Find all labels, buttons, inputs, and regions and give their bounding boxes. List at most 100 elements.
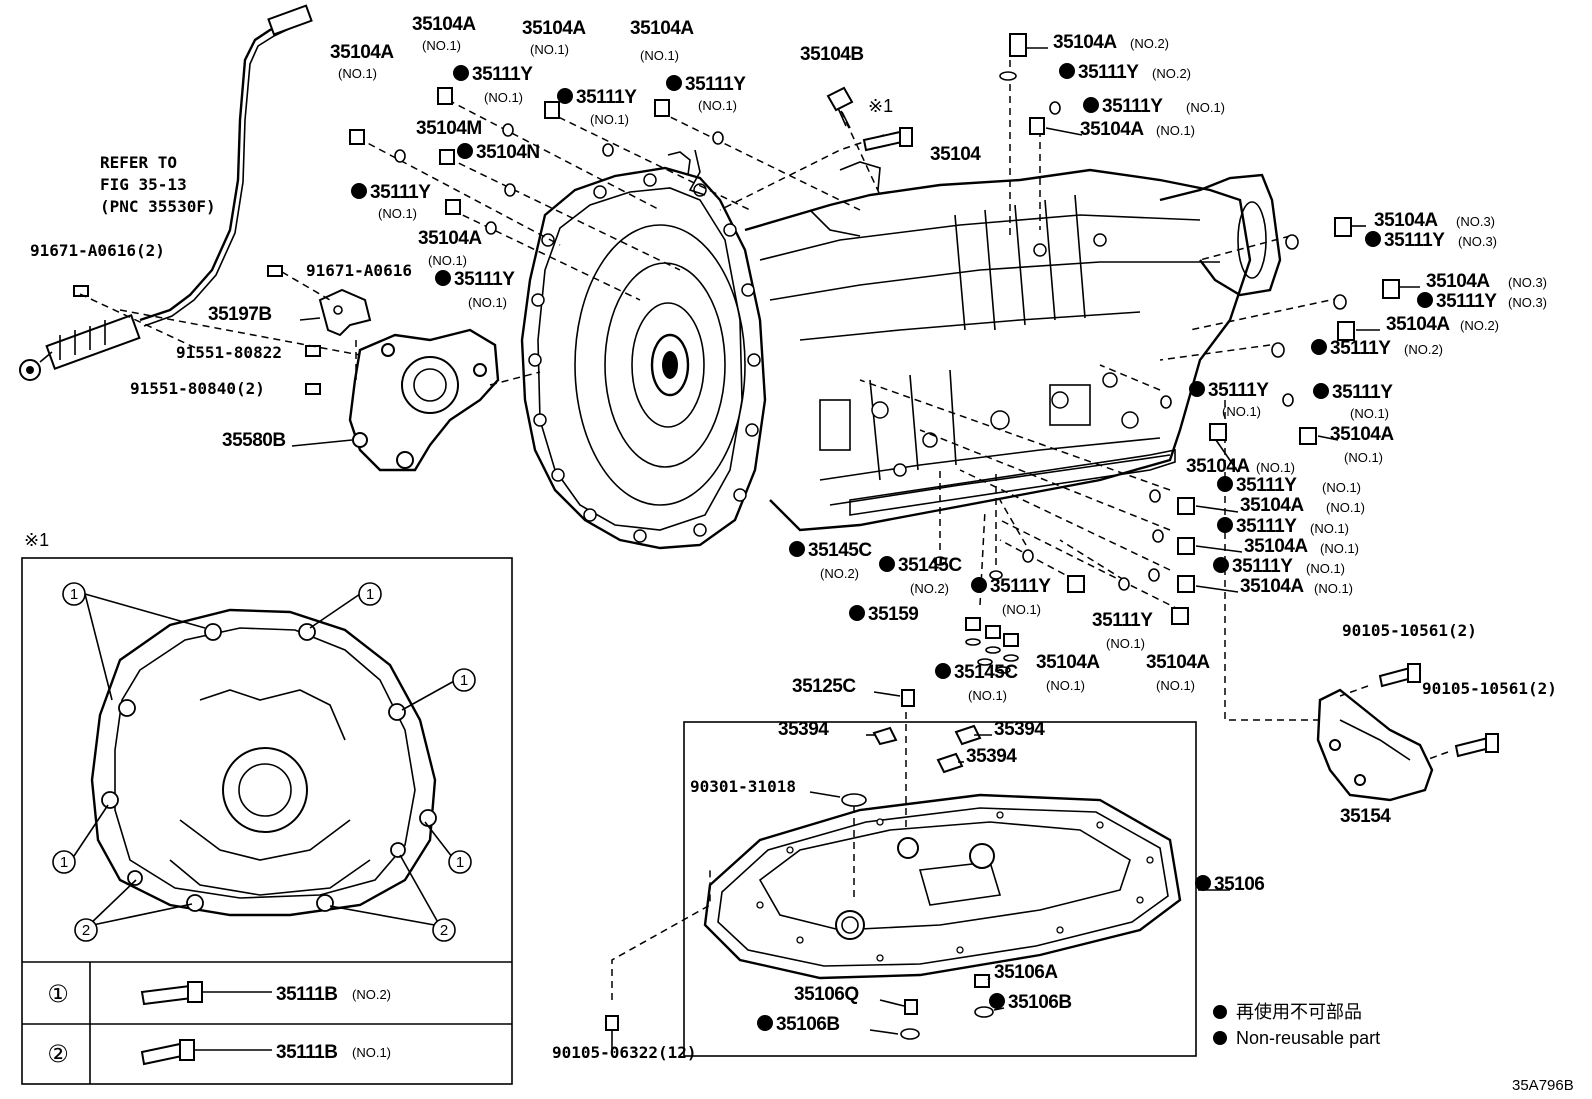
part-number: 35111Y: [1092, 610, 1153, 631]
part-sub-number: (NO.1): [1326, 500, 1365, 515]
non-reusable-dot-icon: [351, 183, 367, 199]
part-number: 35111Y: [1232, 556, 1293, 577]
callout-35111y: 35111Y(NO.1): [1189, 380, 1270, 419]
non-reusable-dot-icon: [1195, 875, 1211, 891]
circle-num: 1: [456, 854, 464, 871]
part-number: 35159: [868, 604, 918, 625]
callout-35104a: 35104A(NO.2): [1386, 314, 1499, 335]
sensor-assembly-35580B: [348, 328, 500, 472]
callout-35111y: 35111Y(NO.3): [1365, 230, 1497, 251]
part-number: 35104A: [1053, 32, 1117, 53]
callout-35197b: 35197B: [208, 304, 272, 325]
part-sub-number: (NO.1): [590, 112, 629, 127]
row-1-part-number: 35111B: [276, 984, 337, 1005]
callout-35111y: 35111Y(NO.1): [1217, 516, 1349, 537]
fastener-part-number: 91551-80822: [176, 343, 282, 362]
part-number: 35111Y: [1208, 380, 1269, 401]
callout-35111y: 35111Y(NO.1): [666, 74, 747, 113]
callout-35104a: 35104A(NO.1): [1080, 119, 1195, 140]
circle-num: 1: [366, 586, 374, 603]
callout-35111y: 35111Y (NO.1): [557, 87, 638, 127]
non-reusable-dot-icon: [789, 541, 805, 557]
row-2-number: ②: [47, 1040, 69, 1068]
callout-35106b: 35106B: [757, 1014, 840, 1035]
non-reusable-dot-icon: [1213, 1031, 1227, 1045]
part-sub-number: (NO.1): [378, 206, 417, 221]
fastener-part-number: 90105-10561(2): [1422, 679, 1557, 698]
legend-en: Non-reusable part: [1236, 1028, 1380, 1048]
callout-35111y: 35111Y(NO.1): [971, 576, 1052, 617]
part-number: 35111Y: [576, 87, 637, 108]
part-sub-number: (NO.2): [1130, 36, 1169, 51]
non-reusable-dot-icon: [989, 993, 1005, 1009]
callout-35111y: 35111Y (NO.1): [453, 64, 534, 105]
fastener-part-number: 91671-A0616(2): [30, 241, 165, 260]
non-reusable-dot-icon: [1365, 231, 1381, 247]
part-sub-number: (NO.1): [1256, 460, 1295, 475]
part-sub-number: (NO.1): [1046, 678, 1085, 693]
part-number: 35111Y: [1236, 475, 1297, 496]
callout-35104: 35104: [930, 144, 982, 165]
row-1-sub: (NO.2): [352, 987, 391, 1002]
callout-35104b: 35104B: [800, 44, 864, 65]
inset-circle-numbers: 1 1 1 1 1 2 2: [60, 586, 468, 939]
part-number: 35104A: [522, 18, 586, 39]
part-number: 35111Y: [990, 576, 1051, 597]
circle-num: 1: [460, 672, 468, 689]
callout-35104a: 35104A (NO.1): [1240, 495, 1365, 516]
part-number: 35104A: [1036, 652, 1100, 673]
part-number: 35104A: [1426, 271, 1490, 292]
refer-note: REFER TO FIG 35-13 (PNC 35530F): [100, 153, 216, 216]
callout-35106a: 35106A: [994, 962, 1059, 983]
callout-35104a: 35104A(NO.1): [418, 228, 483, 268]
non-reusable-dot-icon: [1083, 97, 1099, 113]
row-1-number: ①: [47, 980, 69, 1008]
part-number: 35104A: [1240, 495, 1304, 516]
callout-35111y: 35111Y(NO.1): [1083, 96, 1225, 117]
part-number: 35394: [994, 719, 1045, 740]
legend: 再使用不可部品 Non-reusable part: [1213, 1002, 1380, 1048]
part-number: 35125C: [792, 676, 856, 697]
callout-35111y: 35111Y (NO.1): [1092, 610, 1154, 651]
row-2-sub: (NO.1): [352, 1045, 391, 1060]
part-number: 35111Y: [472, 64, 533, 85]
callout-35104a: 35104A(NO.1): [1146, 652, 1211, 693]
part-sub-number: (NO.1): [1156, 123, 1195, 138]
part-sub-number: (NO.1): [530, 42, 569, 57]
non-reusable-dot-icon: [1189, 381, 1205, 397]
circle-num: 2: [82, 922, 90, 939]
callout-35111y: 35111Y(NO.1): [1213, 556, 1345, 577]
legend-jp: 再使用不可部品: [1236, 1002, 1362, 1022]
part-sub-number: (NO.1): [1320, 541, 1359, 556]
part-sub-number: (NO.1): [1156, 678, 1195, 693]
mark-reference: ※1: [868, 96, 893, 116]
part-sub-number: (NO.1): [1314, 581, 1353, 596]
fastener-part-number: 90301-31018: [690, 777, 796, 796]
circle-num: 2: [440, 922, 448, 939]
part-sub-number: (NO.1): [1106, 636, 1145, 651]
fastener-references: 91671-A0616(2)91671-A061691551-808229155…: [30, 241, 1557, 1062]
callout-35104a: 35104A(NO.1): [412, 14, 477, 53]
callout-35394: 35394: [994, 719, 1046, 740]
callout-35125c: 35125C: [792, 676, 857, 697]
part-number: 35104M: [416, 118, 482, 139]
callout-35104a: 35104A(NO.1): [1186, 456, 1295, 477]
note-line-1: REFER TO: [100, 153, 177, 172]
part-number: 35104A: [418, 228, 482, 249]
part-number: 35104B: [800, 44, 864, 65]
part-number: 35104A: [1374, 210, 1438, 231]
part-sub-number: (NO.2): [910, 581, 949, 596]
non-reusable-dot-icon: [1217, 517, 1233, 533]
part-sub-number: (NO.3): [1508, 275, 1547, 290]
speed-sensor-cable: [19, 4, 313, 381]
transmission-assembly: [520, 149, 1282, 550]
part-number: 35111Y: [1330, 338, 1391, 359]
part-number: 35111Y: [1078, 62, 1139, 83]
part-sub-number: (NO.1): [484, 90, 523, 105]
part-number: 35111Y: [1332, 382, 1393, 403]
mount-bracket-35154: [1316, 663, 1499, 802]
inset-mark: ※1: [24, 530, 49, 550]
part-sub-number: (NO.1): [338, 66, 377, 81]
non-reusable-dot-icon: [1213, 557, 1229, 573]
note-line-2: FIG 35-13: [100, 175, 187, 194]
